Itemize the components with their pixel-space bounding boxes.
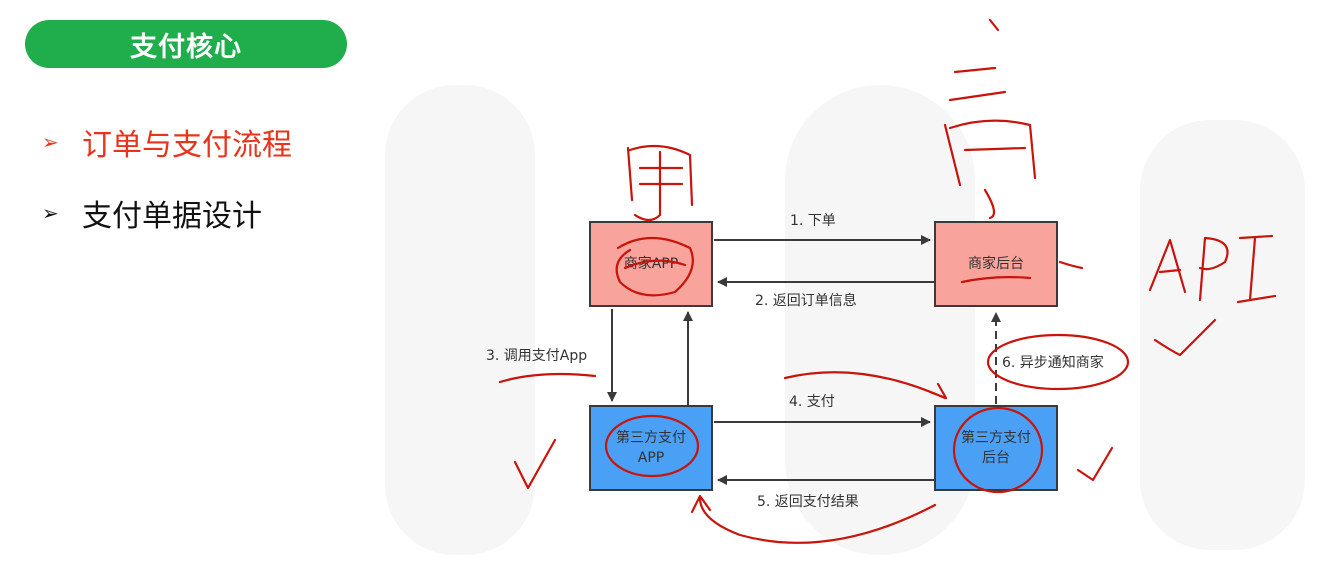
section-title-pill: 支付核心 — [25, 20, 347, 68]
outline-item-order-payment-flow[interactable]: ➢ 订单与支付流程 — [42, 120, 292, 164]
node-label: 第三方支付 APP — [616, 430, 686, 466]
annotation-arrow-pay — [783, 371, 948, 400]
node-label: 第三方支付 后台 — [961, 430, 1031, 466]
watermark-shape-right — [1140, 120, 1305, 550]
annotation-check-right — [1076, 446, 1114, 482]
annotation-underline-invoke — [498, 372, 597, 384]
annotation-circle-third-party-app — [604, 414, 700, 478]
annotation-sketch-backend — [943, 18, 1037, 220]
outline-item-payment-document-design[interactable]: ➢ 支付单据设计 — [42, 191, 262, 235]
bullet-arrow-icon: ➢ — [42, 130, 59, 154]
watermark-shape-left — [385, 85, 535, 555]
edge-label-return-order-info: 2. 返回订单信息 — [755, 293, 857, 309]
annotation-sketch-merchant-app — [626, 144, 694, 222]
annotation-circle-third-party-backend — [952, 406, 1044, 494]
annotation-scribble-merchant-app — [615, 237, 694, 297]
outline-item-label: 支付单据设计 — [82, 199, 262, 234]
edge-label-pay: 4. 支付 — [789, 394, 835, 410]
section-title: 支付核心 — [130, 31, 242, 63]
edge-label-async-notify: 6. 异步通知商家 — [1002, 355, 1104, 371]
annotation-loop-return — [690, 494, 937, 544]
edge-label-invoke-pay-app: 3. 调用支付App — [486, 348, 588, 364]
annotation-api-text — [1148, 234, 1277, 357]
outline-item-label: 订单与支付流程 — [82, 128, 292, 163]
edge-label-return-pay-result: 5. 返回支付结果 — [757, 494, 859, 510]
bullet-arrow-icon: ➢ — [42, 201, 59, 225]
node-label: 商家后台 — [968, 256, 1024, 272]
annotation-circle-async-notify — [986, 333, 1130, 391]
annotation-check-left — [513, 438, 557, 490]
annotation-underline-backend — [960, 260, 1084, 284]
node-merchant-backend: 商家后台 — [934, 221, 1058, 307]
edge-label-place-order: 1. 下单 — [790, 213, 836, 229]
